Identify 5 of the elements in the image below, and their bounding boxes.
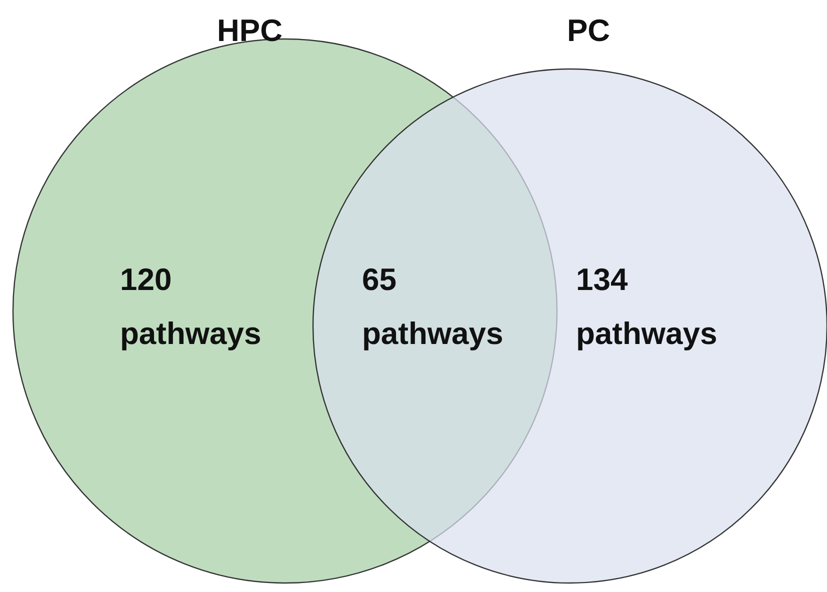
count-label: 134 pathways xyxy=(576,261,718,354)
set-title: HPC xyxy=(217,13,282,49)
overlap-count-label: 65 pathways xyxy=(362,261,504,354)
count-label: 120 pathways xyxy=(120,261,262,354)
set-title: PC xyxy=(567,13,610,49)
